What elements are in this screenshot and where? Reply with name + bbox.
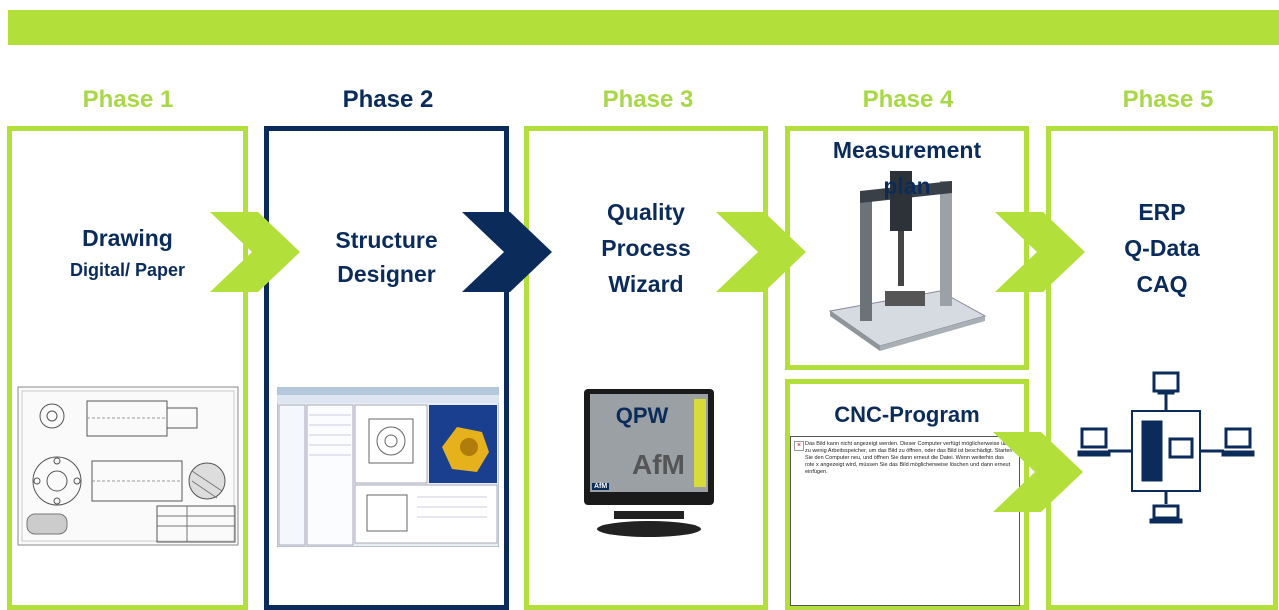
monitor-screen-brand: AfM (632, 449, 685, 480)
chevron-arrow-icon (993, 432, 1083, 512)
phase-3-title-line-3: Wizard (608, 271, 684, 297)
phase-4-title-line-1: Measurement (832, 137, 982, 163)
phase-4-title-line-2: plan (883, 173, 931, 199)
monitor-image: QPW AfM AfM (584, 389, 714, 539)
chevron-arrow-icon (462, 212, 552, 292)
monitor-screen-title: QPW (615, 403, 669, 428)
phase-5-label: Phase 5 (1122, 86, 1214, 113)
phase-1-title: Drawing (82, 225, 173, 251)
phase-2-label: Phase 2 (342, 86, 434, 113)
phase-3-title-line-1: Quality (607, 199, 685, 225)
network-computers-icon (1077, 371, 1255, 524)
broken-image-message: Das Bild kann nicht angezeigt werden. Di… (805, 441, 1013, 475)
broken-image-icon: × (794, 441, 804, 451)
phase-2-title-line-1: Structure (335, 227, 438, 253)
phase-5-title-line-3: CAQ (1136, 271, 1188, 297)
phase-5-title-line-2: Q-Data (1124, 235, 1200, 261)
cnc-program-title: CNC-Program (834, 402, 980, 427)
phase-3-box: Quality Process Wizard QPW AfM AfM (524, 126, 768, 610)
phase-1-label: Phase 1 (82, 86, 174, 113)
chevron-arrow-icon (210, 212, 300, 292)
chevron-arrow-icon (716, 212, 806, 292)
chevron-arrow-icon (995, 212, 1085, 292)
phase-3-label: Phase 3 (602, 86, 694, 113)
top-banner-bar (8, 10, 1279, 45)
phase-5-title-line-1: ERP (1138, 199, 1186, 225)
phase-2-title-line-2: Designer (337, 261, 436, 287)
technical-drawing-image (17, 386, 239, 546)
phase-5-box: ERP Q-Data CAQ (1046, 126, 1278, 610)
phase-1-subtitle: Digital/ Paper (69, 260, 186, 280)
phase-4-box: Measurement plan (785, 126, 1029, 370)
phase-1-box: Drawing Digital/ Paper (7, 126, 248, 610)
phase-3-title-line-2: Process (601, 235, 691, 261)
broken-image-placeholder: × Das Bild kann nicht angezeigt werden. … (790, 436, 1020, 606)
monitor-footer-brand: AfM (592, 483, 610, 490)
cmm-machine-image (828, 171, 987, 351)
phase-4-label: Phase 4 (862, 86, 954, 113)
software-screenshot-image (277, 387, 499, 547)
phase-2-box: Structure Designer (264, 126, 509, 610)
